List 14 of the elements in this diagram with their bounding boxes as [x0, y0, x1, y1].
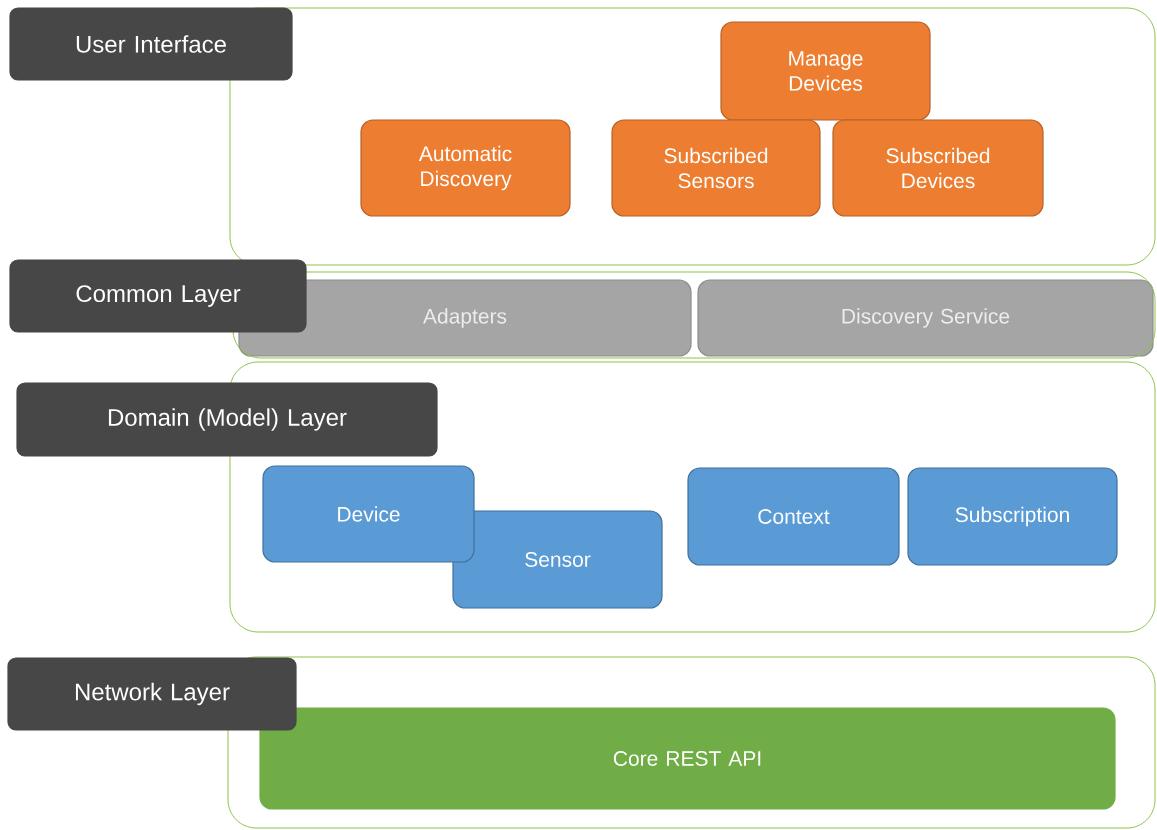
feature-box: Subscribed Sensors — [611, 119, 821, 217]
feature-box: Manage Devices — [720, 21, 931, 121]
model-box: Context — [687, 467, 900, 566]
layer-tab: User Interface — [9, 7, 293, 81]
layer-tab: Network Layer — [7, 657, 297, 731]
service-box: Discovery Service — [697, 279, 1154, 357]
layer-tab: Common Layer — [9, 259, 307, 333]
model-box: Subscription — [907, 467, 1118, 566]
api-bar: Core REST API — [259, 707, 1116, 810]
model-box: Device — [262, 465, 475, 563]
feature-box: Subscribed Devices — [832, 119, 1044, 217]
feature-box: Automatic Discovery — [360, 119, 571, 217]
layer-tab: Domain (Model) Layer — [16, 382, 438, 457]
model-box: Sensor — [452, 510, 663, 609]
